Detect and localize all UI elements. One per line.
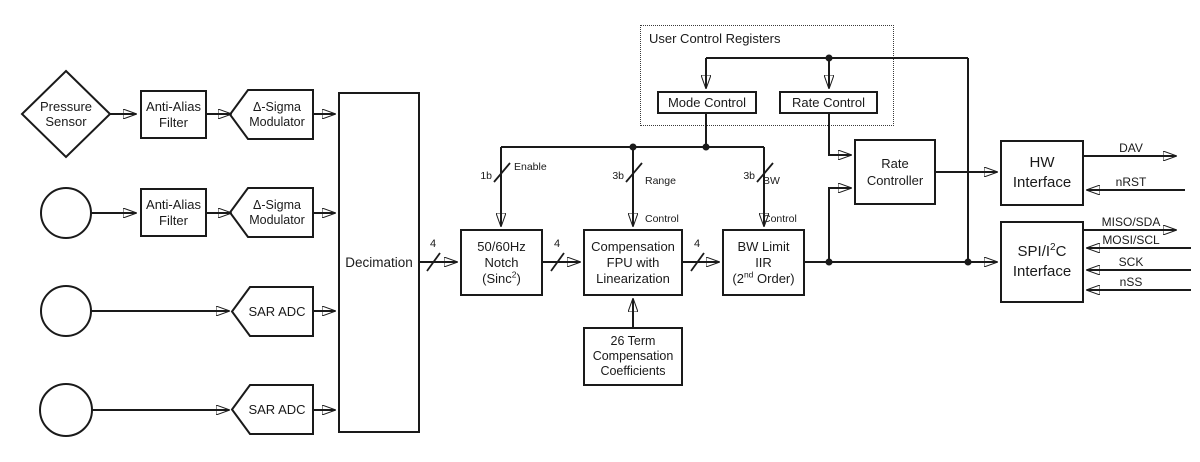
rate-controller-block: Rate Controller	[854, 139, 936, 205]
block-label: Controller	[866, 173, 924, 188]
arrow-dataline-to-rate-controller	[828, 188, 851, 262]
range-bus-bits: 3b	[612, 170, 624, 182]
block-label: Rate	[881, 156, 909, 171]
pin-nrst: nRST	[1115, 175, 1147, 189]
block-label: Rate Control	[792, 94, 865, 110]
bus-slash-enable	[493, 162, 511, 183]
range-bus-name: Range Control	[645, 175, 679, 225]
delta-sigma-modulator-1-label: Δ-Sigma Modulator	[249, 99, 305, 129]
block-label: FPU with	[606, 254, 660, 270]
bus-slash-fpu-out	[690, 252, 705, 272]
vs-mcu-source-label: Vs MCU	[51, 395, 81, 424]
block-label: 50/60Hz	[477, 238, 526, 254]
bus-width-fpu-out: 4	[693, 238, 701, 250]
block-label: Filter	[159, 212, 188, 228]
block-label: SPI/I2C	[1017, 242, 1067, 261]
rate-control-register-block: Rate Control	[779, 91, 878, 114]
junction-dot-dataline-registers	[964, 258, 972, 266]
block-label: Compensation	[591, 238, 675, 254]
mode-control-register-block: Mode Control	[657, 91, 757, 114]
hw-interface-block: HW Interface	[1000, 140, 1084, 206]
junction-dot-bus-range	[629, 143, 637, 151]
block-label: Anti-Alias	[146, 98, 201, 114]
bw-limit-iir-block: BW Limit IIR (2nd Order)	[722, 229, 805, 296]
anti-alias-filter-1-block: Anti-Alias Filter	[140, 90, 207, 139]
block-label: Linearization	[596, 270, 670, 286]
bus-slash-decimation-out	[426, 252, 441, 272]
block-label: Interface	[1012, 263, 1072, 280]
bus-width-decimation-out: 4	[429, 238, 437, 250]
block-label: Decimation	[345, 254, 413, 270]
pin-mosi-scl: MOSI/SCL	[1102, 233, 1160, 247]
pin-miso-sda: MISO/SDA	[1101, 215, 1161, 229]
block-label: Coefficients	[600, 364, 666, 378]
block-label: Anti-Alias	[146, 196, 201, 212]
bus-slash-notch-out	[550, 252, 565, 272]
block-label: 26 Term	[610, 334, 656, 348]
junction-dot-bus-mode	[702, 143, 710, 151]
compensation-fpu-block: Compensation FPU with Linearization	[583, 229, 683, 296]
sar-adc-1-label: SAR ADC	[248, 304, 306, 319]
va-source-label: Va	[58, 205, 74, 221]
block-label: HW	[1029, 154, 1055, 171]
block-label: Filter	[159, 114, 188, 130]
bus-slash-range	[625, 162, 643, 183]
bw-bus-bits: 3b	[743, 170, 755, 182]
pin-nss: nSS	[1119, 275, 1143, 289]
block-label: Notch	[484, 254, 519, 270]
spi-i2c-interface-block: SPI/I2C Interface	[1000, 221, 1084, 303]
sar-adc-2-label: SAR ADC	[248, 402, 306, 417]
enable-bus-name: Enable	[514, 161, 547, 173]
decimation-block: Decimation	[338, 92, 420, 433]
notch-filter-block: 50/60Hz Notch (Sinc2)	[460, 229, 543, 296]
block-label: Compensation	[592, 349, 674, 363]
compensation-coefficients-block: 26 Term Compensation Coefficients	[583, 327, 683, 386]
user-control-registers-title: User Control Registers	[649, 31, 781, 46]
temperature-source-label: To	[59, 302, 73, 319]
block-label: Mode Control	[667, 94, 747, 110]
pin-dav: DAV	[1119, 141, 1143, 155]
pressure-sensor-label: Pressure Sensor	[39, 99, 93, 129]
block-label: BW Limit	[737, 238, 790, 254]
junction-dot-dataline-ratecontroller	[825, 258, 833, 266]
bus-width-notch-out: 4	[553, 238, 561, 250]
bw-bus-name: BW Control	[763, 175, 797, 225]
anti-alias-filter-2-block: Anti-Alias Filter	[140, 188, 207, 237]
block-label: Interface	[1012, 174, 1072, 191]
block-label: IIR	[755, 254, 772, 270]
delta-sigma-modulator-2-label: Δ-Sigma Modulator	[249, 197, 305, 227]
enable-bus-bits: 1b	[480, 170, 492, 182]
block-label: (2nd Order)	[732, 269, 795, 286]
user-control-registers-group: User Control Registers	[640, 25, 894, 126]
pin-sck: SCK	[1118, 255, 1144, 269]
block-label: (Sinc2)	[482, 269, 521, 286]
